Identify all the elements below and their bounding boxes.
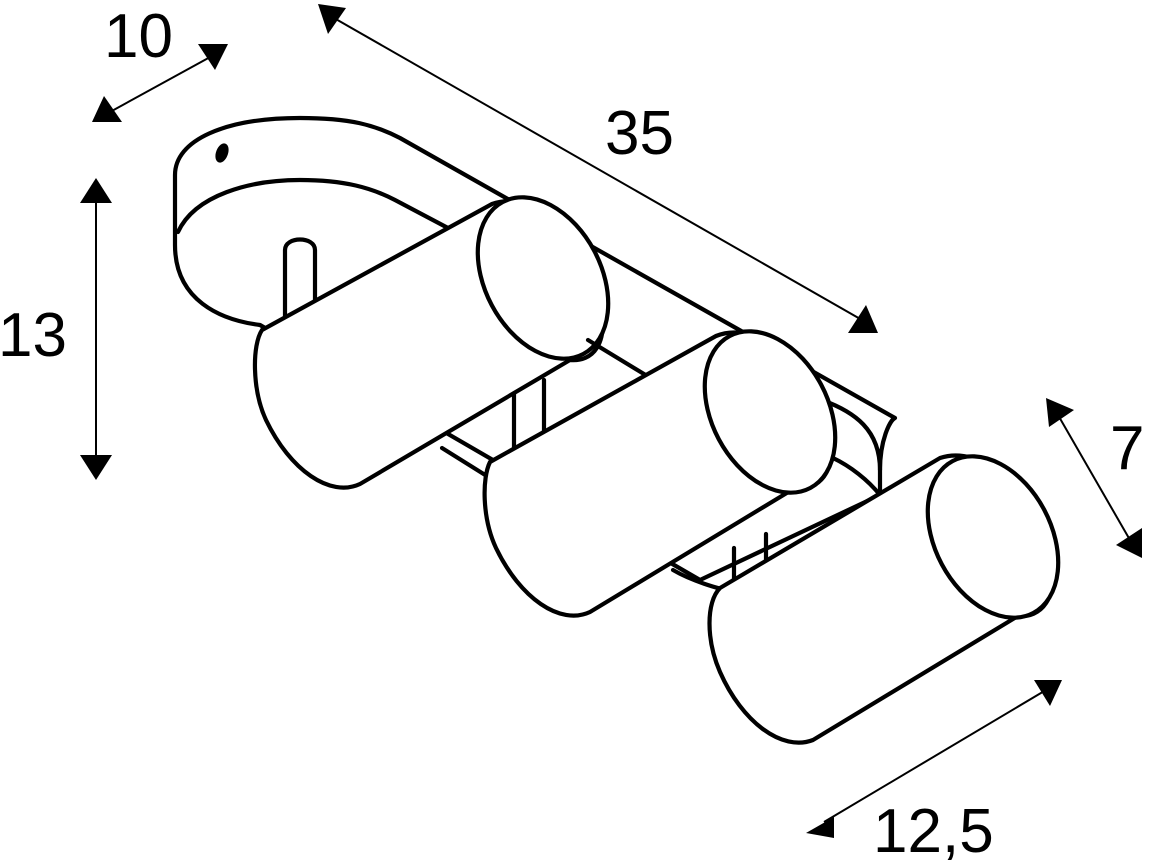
dimension-height: 13 xyxy=(0,178,112,480)
dimension-depth: 10 xyxy=(92,2,228,122)
dimension-label-height: 13 xyxy=(0,301,67,370)
spot-head-1 xyxy=(252,195,670,490)
dimension-label-depth: 10 xyxy=(104,2,173,71)
dimension-label-head-length: 12,5 xyxy=(873,797,994,866)
dimension-length: 35 xyxy=(318,4,878,333)
spot-head-3 xyxy=(707,453,1061,745)
mounting-stem xyxy=(282,237,318,321)
dimension-label-length: 35 xyxy=(605,99,674,168)
dimension-head-length: 12,5 xyxy=(806,680,1062,866)
dimension-head-diameter: 7 xyxy=(1046,398,1144,558)
dimension-label-head-diameter: 7 xyxy=(1110,414,1144,483)
spot-head-2 xyxy=(482,329,838,618)
screw-hole xyxy=(215,143,229,163)
